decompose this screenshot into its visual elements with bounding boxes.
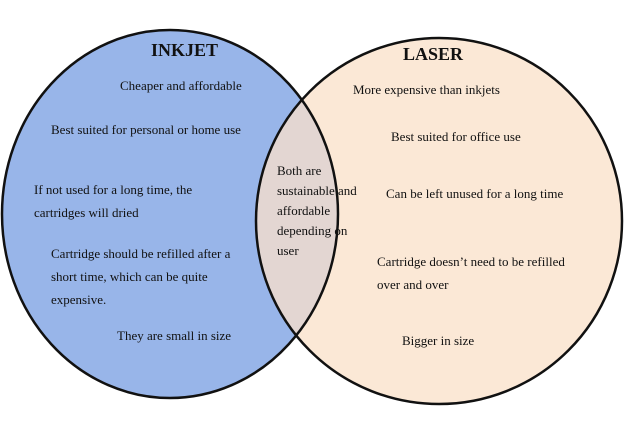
both-text: Both are sustainable and affordable depe… [277, 163, 357, 258]
laser-item: More expensive than inkjets [353, 82, 500, 97]
laser-title: LASER [403, 44, 464, 64]
inkjet-item: Cartridge should be refilled after a sho… [51, 246, 231, 307]
inkjet-item: Cheaper and affordable [120, 78, 242, 93]
laser-circle [256, 38, 622, 404]
inkjet-item: Best suited for personal or home use [51, 122, 241, 137]
laser-item: Cartridge doesn’t need to be refilled ov… [377, 254, 565, 292]
inkjet-title: INKJET [151, 40, 219, 60]
laser-item: Best suited for office use [391, 129, 521, 144]
inkjet-item: If not used for a long time, the cartrid… [34, 182, 193, 220]
inkjet-item: They are small in size [117, 328, 232, 343]
laser-item: Can be left unused for a long time [386, 186, 564, 201]
laser-item: Bigger in size [402, 333, 475, 348]
inkjet-circle [2, 30, 338, 398]
